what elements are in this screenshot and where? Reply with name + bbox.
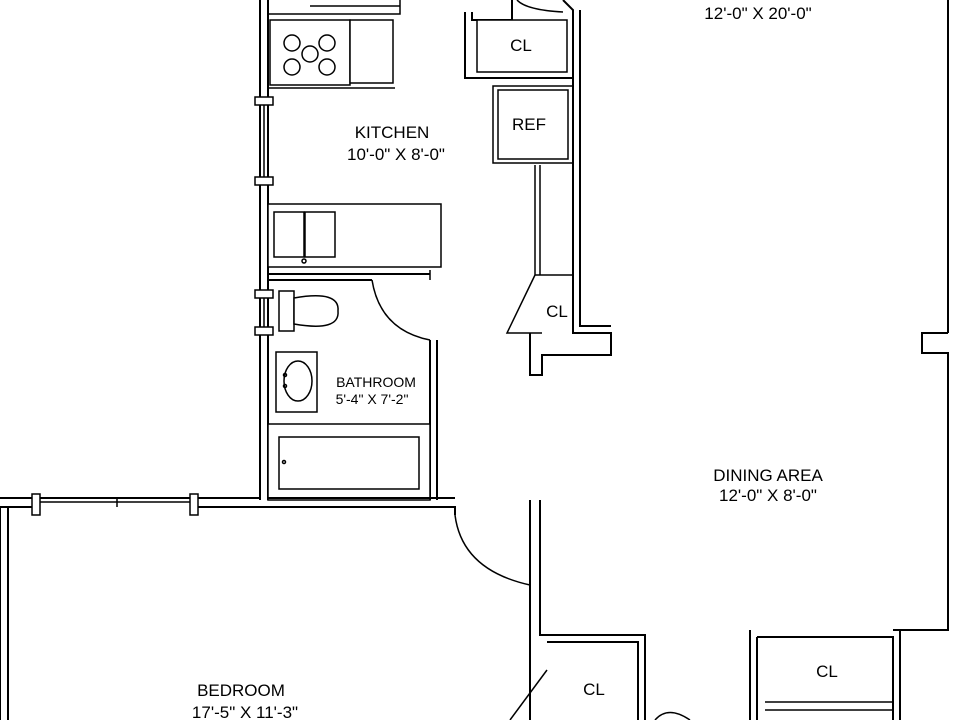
living-dining <box>749 0 949 720</box>
window-marker <box>254 176 274 186</box>
window-marker <box>254 96 274 106</box>
closet <box>476 19 568 73</box>
kitchen <box>254 0 612 500</box>
sink <box>267 203 442 268</box>
counter <box>349 19 394 84</box>
kitchen-dimensions: 10'-0" X 8'-0" <box>347 145 445 164</box>
vanity <box>275 351 318 413</box>
refrigerator <box>492 85 574 164</box>
bathroom <box>267 279 438 501</box>
refrigerator-label: REF <box>512 115 546 134</box>
window-marker <box>31 493 41 516</box>
dining-area-dimensions: 12'-0" X 8'-0" <box>719 486 817 505</box>
bathtub <box>267 423 431 501</box>
window-marker <box>189 493 199 516</box>
bedroom-label: BEDROOM <box>197 681 285 700</box>
window-marker <box>254 289 274 299</box>
closet-label: CL <box>816 662 838 681</box>
bedroom <box>0 493 691 720</box>
closet-label: CL <box>583 680 605 699</box>
closet-label: CL <box>510 36 532 55</box>
closet-label: CL <box>546 302 568 321</box>
toilet <box>278 290 339 332</box>
window-marker <box>254 326 274 336</box>
stove <box>269 19 351 86</box>
living-room-dimensions: 12'-0" X 20'-0" <box>704 4 811 23</box>
bathroom-label: BATHROOM <box>336 374 416 390</box>
bathroom-dimensions: 5'-4" X 7'-2" <box>336 391 409 407</box>
kitchen-label: KITCHEN <box>355 123 430 142</box>
bedroom-dimensions: 17'-5" X 11'-3" <box>192 703 298 720</box>
dining-area-label: DINING AREA <box>713 466 823 485</box>
